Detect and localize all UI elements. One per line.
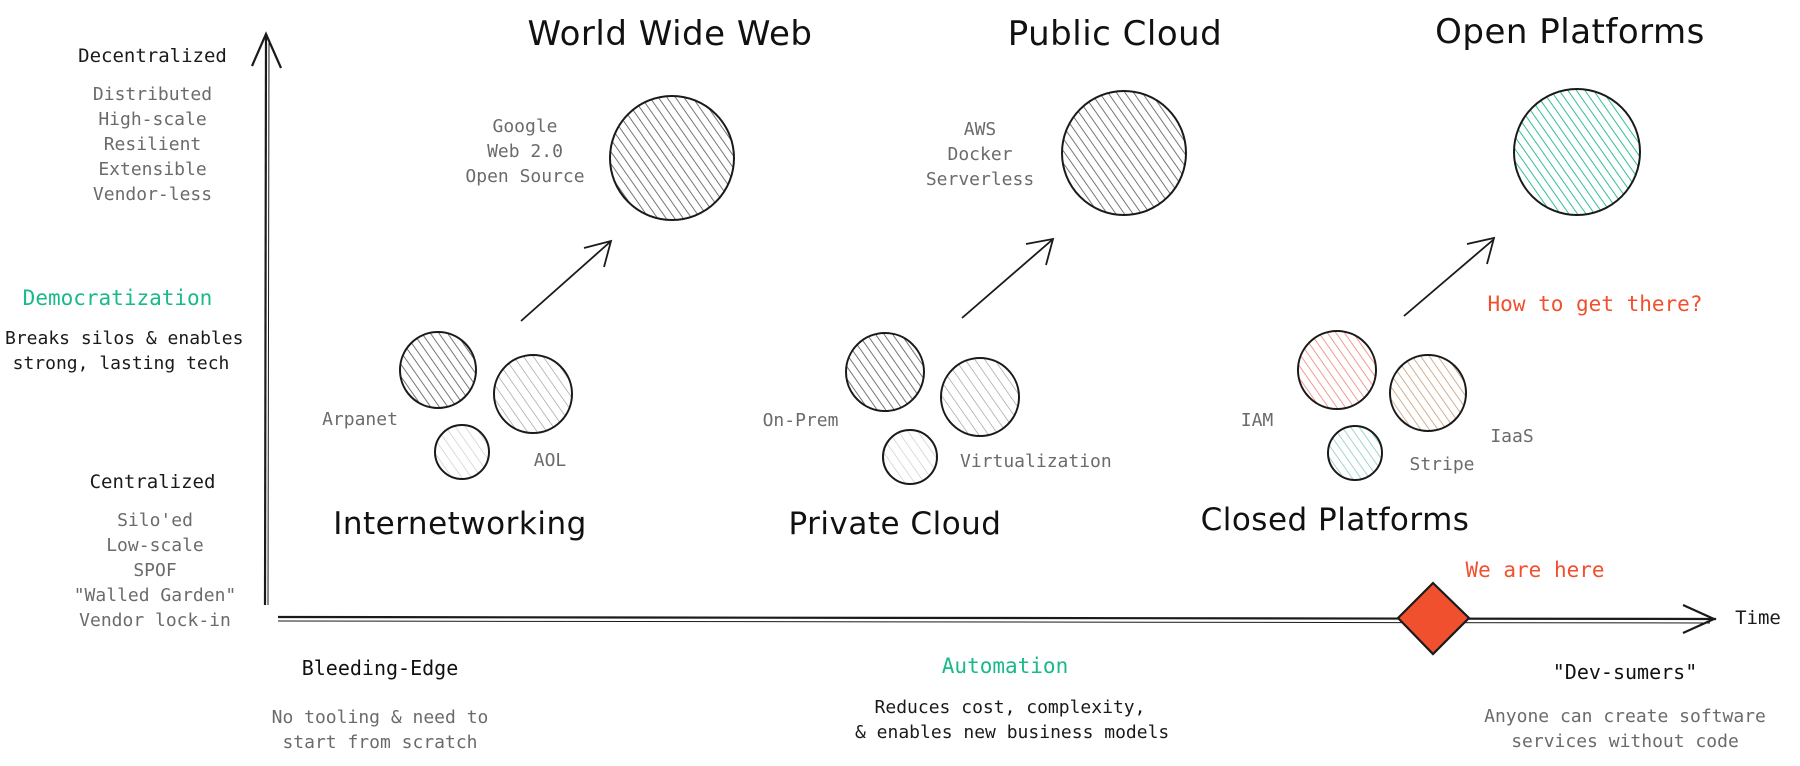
label-aol: AOL	[533, 450, 567, 471]
democratization-description: Breaks silos & enables strong, lasting t…	[5, 326, 244, 376]
open-platforms-circle	[1513, 88, 1641, 216]
question-annotation: How to get there?	[1487, 292, 1703, 316]
democratization-line-1: Breaks silos & enables	[5, 328, 244, 349]
era-2-after-items: AWS Docker Serverless	[915, 117, 1045, 192]
label-arpanet: Arpanet	[322, 409, 398, 430]
dev-sumers-description: Anyone can create software services with…	[1480, 704, 1770, 754]
arpanet-circle	[399, 331, 477, 409]
on-prem-circle	[845, 332, 925, 412]
trait-high-scale: High-scale	[98, 109, 207, 130]
trait-resilient: Resilient	[103, 134, 202, 155]
trait-vendor-lock-in: Vendor lock-in	[79, 610, 231, 631]
we-are-here-marker	[1396, 581, 1471, 656]
y-axis-bottom-heading: Centralized	[89, 471, 216, 493]
virtualization-circle	[940, 357, 1020, 437]
label-virtualization: Virtualization	[960, 451, 1112, 472]
y-axis	[250, 31, 283, 606]
automation-line-2: & enables new business models	[855, 722, 1170, 743]
era-2-after-title: Public Cloud	[1007, 14, 1223, 54]
label-iaas: IaaS	[1490, 426, 1534, 447]
automation-description: Reduces cost, complexity, & enables new …	[855, 695, 1170, 745]
bleeding-edge-line-1: No tooling & need to	[271, 707, 489, 728]
y-axis-bottom-traits: Silo'ed Low-scale SPOF "Walled Garden" V…	[70, 508, 240, 633]
label-stripe: Stripe	[1409, 454, 1475, 475]
dev-sumers-line-2: services without code	[1511, 731, 1739, 752]
bleeding-edge-heading: Bleeding-Edge	[301, 656, 459, 680]
y-axis-top-traits: Distributed High-scale Resilient Extensi…	[70, 82, 235, 207]
era-3-after-title: Open Platforms	[1435, 12, 1705, 52]
item-docker: Docker	[947, 144, 1013, 165]
trait-vendor-less: Vendor-less	[92, 184, 213, 205]
x-axis	[277, 603, 1717, 635]
label-on-prem: On-Prem	[762, 410, 839, 431]
aol-circle	[493, 354, 573, 434]
bleeding-edge-line-2: start from scratch	[282, 732, 478, 753]
dev-sumers-line-1: Anyone can create software	[1484, 706, 1766, 727]
trait-extensible: Extensible	[98, 159, 207, 180]
era-1-before-title: Internetworking	[333, 506, 587, 542]
item-serverless: Serverless	[925, 169, 1035, 190]
x-axis-label: Time	[1735, 607, 1781, 629]
www-circle	[609, 95, 735, 221]
item-web-2-0: Web 2.0	[487, 141, 563, 162]
era-3-circles	[1297, 88, 1641, 481]
era-1-after-items: Google Web 2.0 Open Source	[455, 114, 595, 189]
we-are-here-annotation: We are here	[1465, 558, 1605, 582]
bleeding-edge-description: No tooling & need to start from scratch	[260, 705, 500, 755]
trait-siloed: Silo'ed	[117, 510, 193, 531]
iaas-circle	[1389, 354, 1467, 432]
era-1-circles	[399, 95, 735, 480]
automation-heading: Automation	[941, 654, 1069, 678]
item-aws: AWS	[963, 119, 997, 140]
era-3-before-title: Closed Platforms	[1200, 502, 1470, 538]
public-cloud-circle	[1061, 90, 1187, 216]
stripe-circle	[1327, 425, 1383, 481]
automation-line-1: Reduces cost, complexity,	[874, 697, 1146, 718]
dev-sumers-heading: "Dev-sumers"	[1552, 660, 1698, 684]
era-2-before-title: Private Cloud	[788, 506, 1002, 542]
trait-spof: SPOF	[133, 560, 177, 581]
trait-distributed: Distributed	[92, 84, 213, 105]
trait-walled-garden: "Walled Garden"	[73, 585, 237, 606]
era-2-circles	[845, 90, 1187, 485]
democratization-line-2: strong, lasting tech	[12, 353, 230, 374]
item-google: Google	[492, 116, 558, 137]
iam-circle	[1297, 330, 1377, 410]
y-axis-top-heading: Decentralized	[78, 45, 227, 67]
arpanet-small-circle	[434, 424, 490, 480]
democratization-heading: Democratization	[22, 286, 213, 310]
era-1-after-title: World Wide Web	[527, 14, 813, 54]
label-iam: IAM	[1240, 410, 1274, 431]
trait-low-scale: Low-scale	[106, 535, 204, 556]
item-open-source: Open Source	[465, 166, 585, 187]
private-small-circle	[882, 429, 938, 485]
